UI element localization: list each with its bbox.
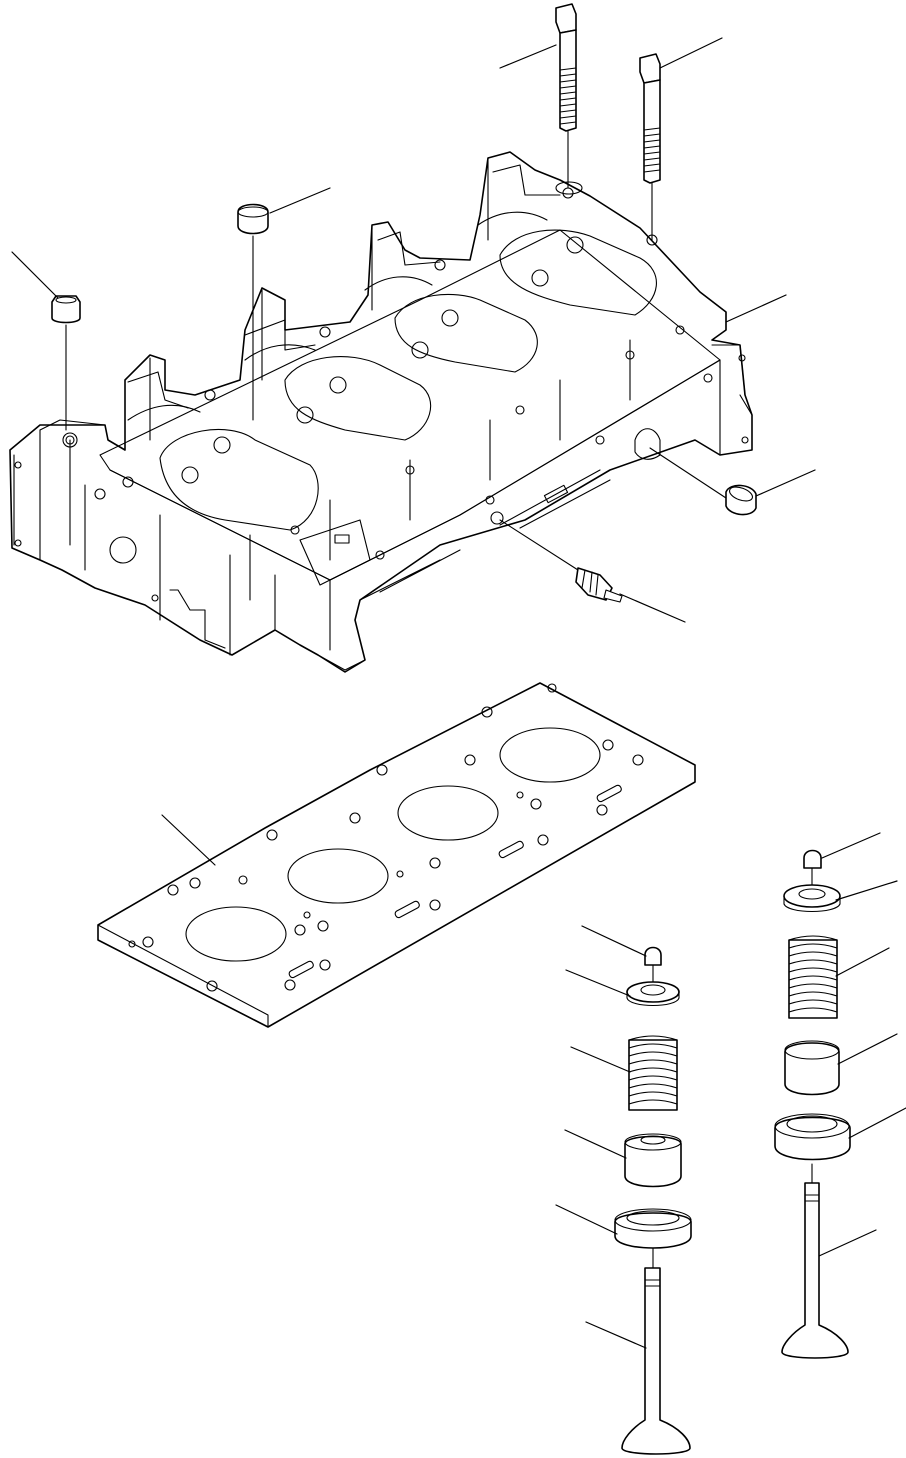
head-bolt-long (555, 3, 583, 195)
plug-cap (237, 203, 269, 421)
head-gasket (97, 682, 696, 1028)
leader-lines (11, 37, 906, 1349)
exhaust-valve-assembly (774, 849, 851, 1359)
temperature-sender (499, 519, 623, 603)
cap-nut (649, 447, 757, 516)
sleeve-nut (51, 295, 81, 431)
cylinder-head (9, 151, 753, 673)
head-bolt-short (639, 53, 661, 241)
intake-valve-assembly (614, 946, 692, 1455)
